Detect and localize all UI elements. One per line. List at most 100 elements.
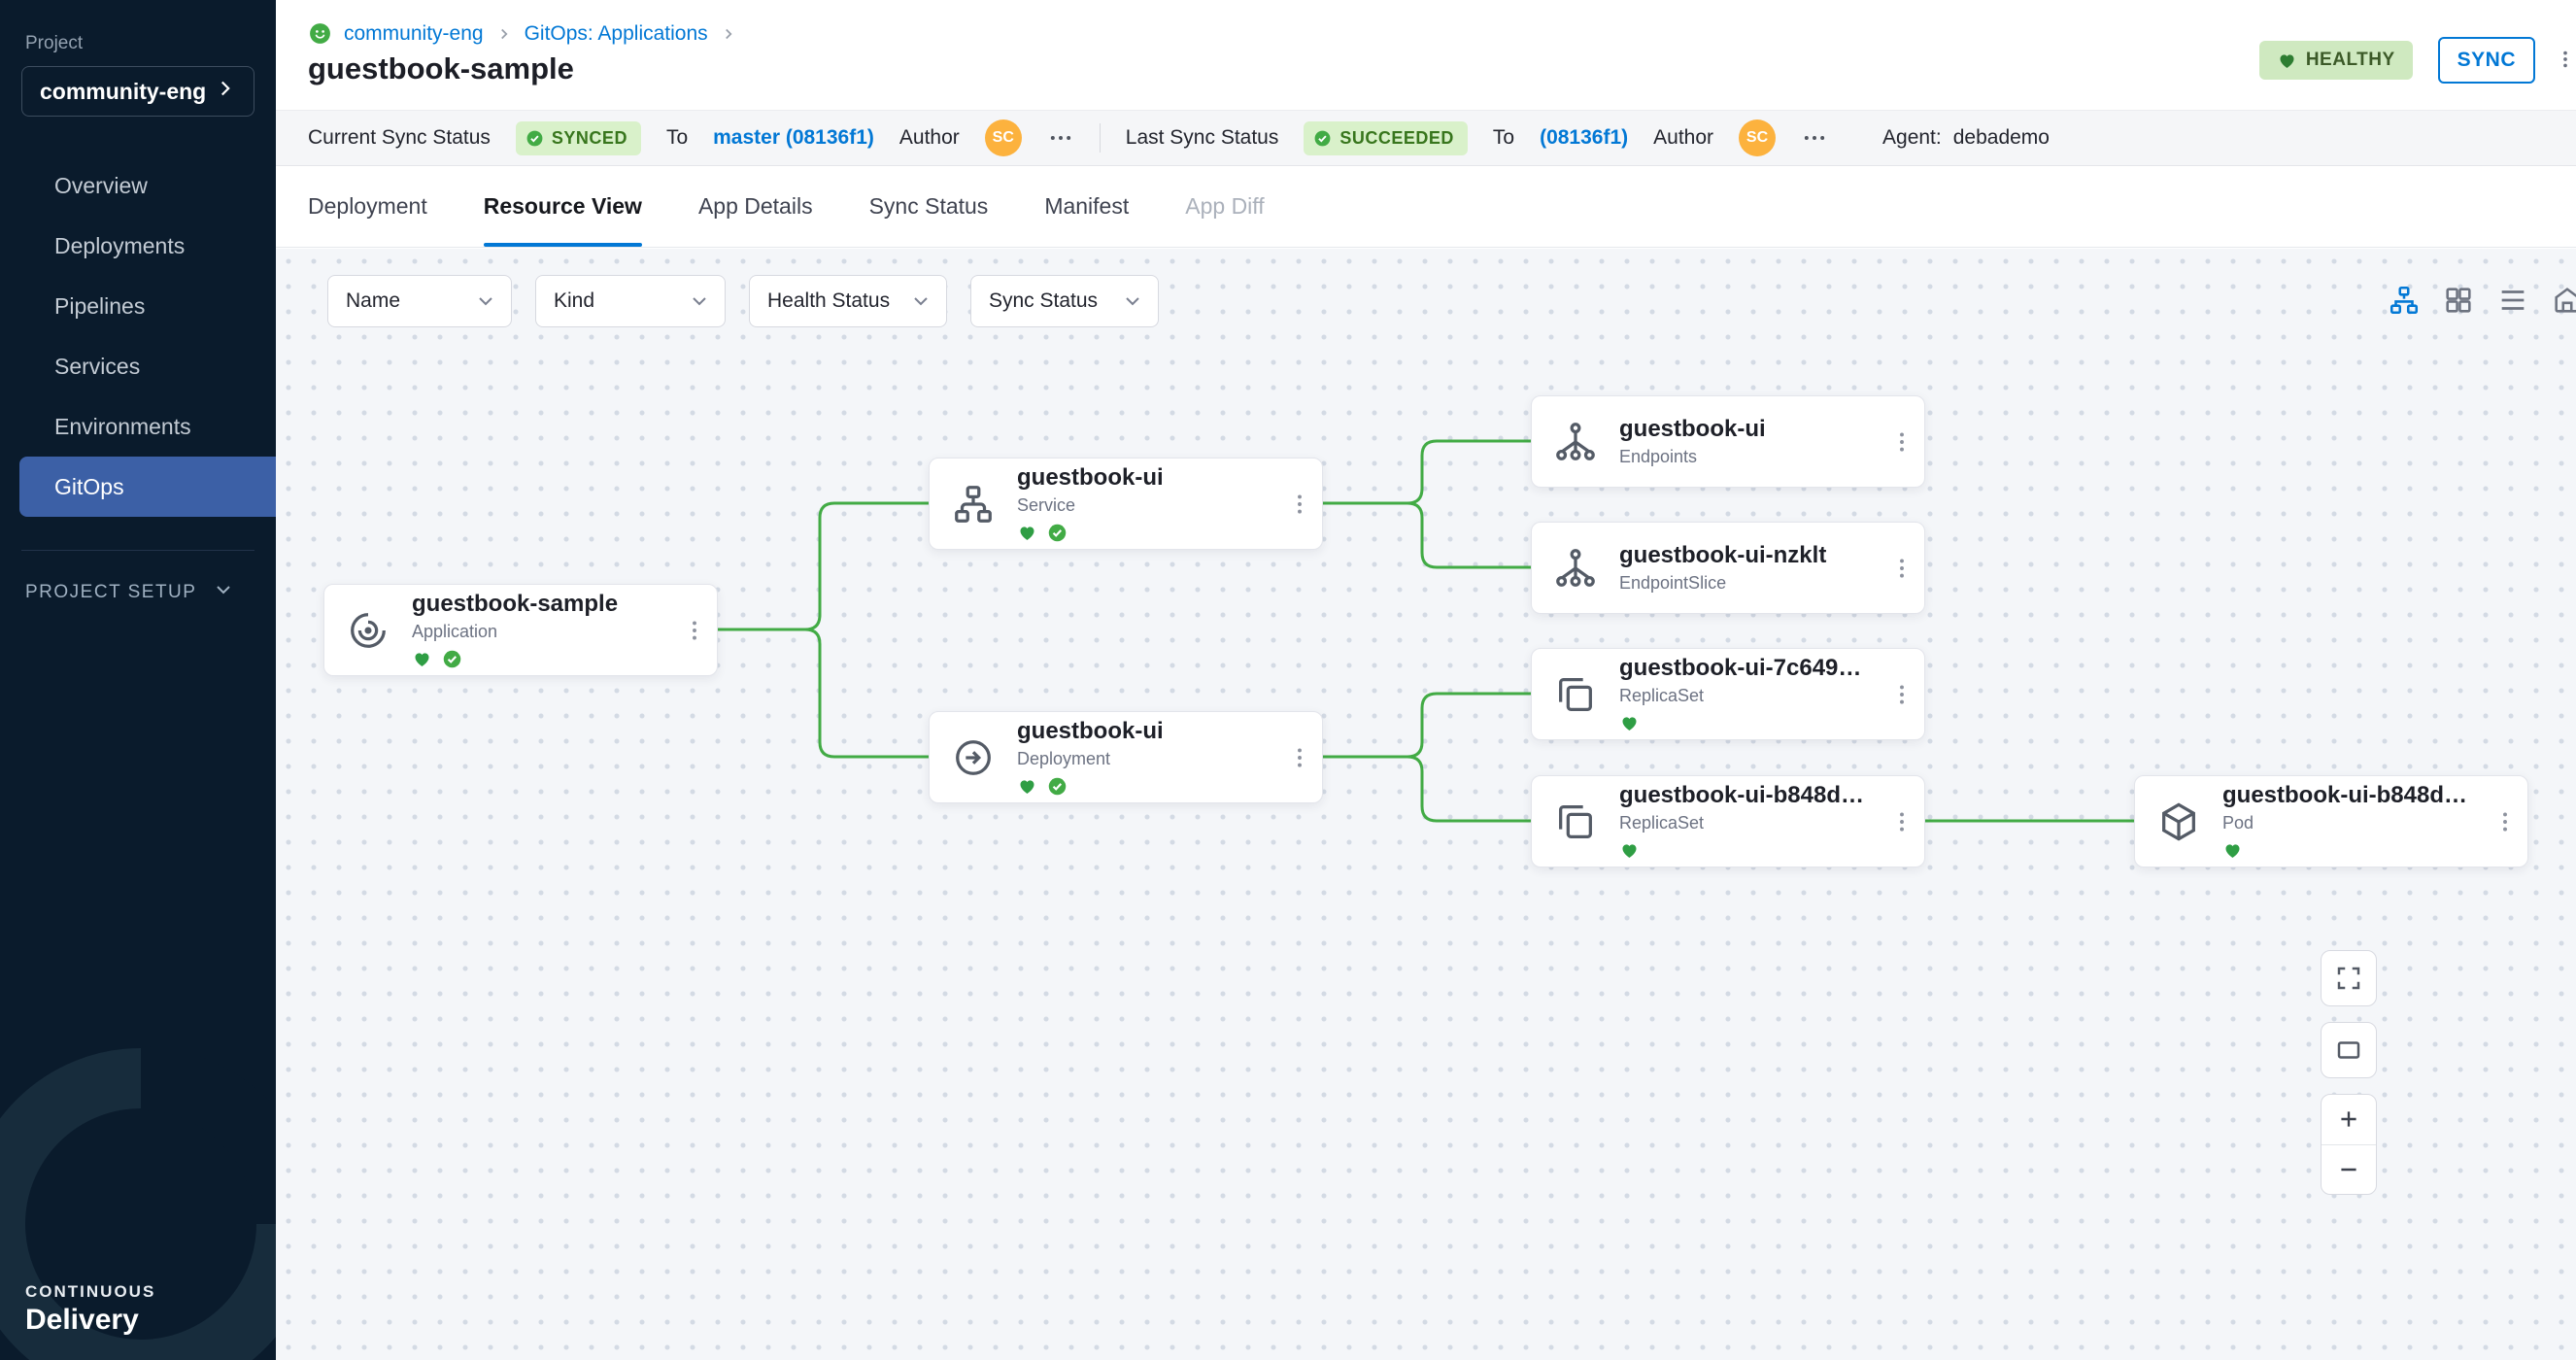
node-replicaset-1[interactable]: guestbook-ui-7c64987dc9 ReplicaSet <box>1531 648 1925 740</box>
breadcrumb: community-eng GitOps: Applications <box>308 21 737 46</box>
node-kebab-menu[interactable] <box>1287 743 1312 772</box>
last-author-label: Author <box>1653 126 1713 150</box>
project-setup-label: PROJECT SETUP <box>25 582 196 603</box>
current-sync-target-link[interactable]: master (08136f1) <box>713 126 874 150</box>
filter-bar: Name Kind Health Status Sync Status <box>327 275 1159 327</box>
node-title: guestbook-ui-b848d5d9d <box>1619 782 1868 809</box>
project-setup-toggle[interactable]: PROJECT SETUP <box>25 578 235 607</box>
last-sync-more-menu[interactable] <box>1801 124 1828 152</box>
node-deployment[interactable]: guestbook-ui Deployment <box>929 711 1323 803</box>
zoom-out-button[interactable] <box>2322 1145 2376 1195</box>
node-endpoints[interactable]: guestbook-ui Endpoints <box>1531 395 1925 488</box>
node-title: guestbook-ui-b848d5d9... <box>2222 782 2471 809</box>
healthy-heart-icon <box>1619 713 1640 733</box>
node-title: guestbook-sample <box>412 591 661 618</box>
sidebar-item-overview[interactable]: Overview <box>0 155 276 216</box>
content-area: community-eng GitOps: Applications guest… <box>276 0 2576 1360</box>
node-status-icons <box>1017 775 1266 797</box>
sidebar-nav: Overview Deployments Pipelines Services … <box>0 155 276 517</box>
health-badge-label: HEALTHY <box>2306 50 2395 71</box>
node-kind: Pod <box>2222 813 2471 833</box>
sync-button[interactable]: SYNC <box>2438 37 2535 84</box>
node-title: guestbook-ui-nzklt <box>1619 542 1868 569</box>
node-kind: Deployment <box>1017 749 1266 769</box>
kind-filter-dropdown[interactable]: Kind <box>535 275 726 327</box>
fit-view-icon <box>2334 1036 2363 1065</box>
tab-sync-status[interactable]: Sync Status <box>869 166 989 247</box>
current-to-label: To <box>666 126 688 150</box>
current-author-avatar[interactable]: SC <box>985 119 1022 156</box>
node-kebab-menu[interactable] <box>1889 680 1915 709</box>
chevron-right-icon <box>213 76 238 107</box>
last-author-avatar[interactable]: SC <box>1739 119 1776 156</box>
project-selector[interactable]: community-eng <box>21 66 254 117</box>
node-kind: ReplicaSet <box>1619 686 1868 706</box>
header-actions: HEALTHY SYNC <box>2259 37 2535 84</box>
fullscreen-button[interactable] <box>2321 950 2377 1006</box>
edge-deployment-replicaset-2 <box>1323 757 1531 821</box>
node-kebab-menu[interactable] <box>1889 554 1915 583</box>
tab-app-diff[interactable]: App Diff <box>1185 166 1264 247</box>
breadcrumb-section-link[interactable]: GitOps: Applications <box>525 22 708 46</box>
deployment-icon <box>951 735 996 780</box>
header-kebab-menu[interactable] <box>2555 45 2576 79</box>
synced-check-icon <box>1047 523 1068 543</box>
node-application[interactable]: guestbook-sample Application <box>323 584 718 676</box>
healthy-heart-icon <box>2222 840 2243 861</box>
tab-app-details[interactable]: App Details <box>698 166 813 247</box>
sidebar: Project community-eng Overview Deploymen… <box>0 0 276 1360</box>
tab-resource-view[interactable]: Resource View <box>484 166 642 247</box>
healthy-heart-icon <box>1017 776 1037 797</box>
zoom-in-button[interactable] <box>2322 1095 2376 1144</box>
pod-icon <box>2156 799 2201 844</box>
tab-deployment[interactable]: Deployment <box>308 166 427 247</box>
edge-service-endpoints <box>1323 441 1531 503</box>
group-view-icon[interactable] <box>2551 284 2576 317</box>
sidebar-item-gitops[interactable]: GitOps <box>19 457 276 517</box>
sidebar-item-environments[interactable]: Environments <box>0 396 276 457</box>
sidebar-item-services[interactable]: Services <box>0 336 276 396</box>
node-pod[interactable]: guestbook-ui-b848d5d9... Pod <box>2134 775 2528 867</box>
resource-graph-canvas[interactable]: Name Kind Health Status Sync Status <box>276 249 2576 1360</box>
node-service[interactable]: guestbook-ui Service <box>929 458 1323 550</box>
current-sync-more-menu[interactable] <box>1047 124 1074 152</box>
node-title: guestbook-ui <box>1017 718 1266 745</box>
fit-view-button[interactable] <box>2321 1022 2377 1078</box>
replicaset-icon <box>1553 799 1598 844</box>
page-title: guestbook-sample <box>308 51 574 86</box>
node-kind: Service <box>1017 495 1266 516</box>
agent-label: Agent: <box>1882 126 1942 150</box>
sync-status-filter-dropdown[interactable]: Sync Status <box>970 275 1159 327</box>
heart-icon <box>2277 51 2297 71</box>
health-status-filter-dropdown[interactable]: Health Status <box>749 275 947 327</box>
node-kebab-menu[interactable] <box>1287 490 1312 519</box>
list-view-icon[interactable] <box>2496 284 2529 317</box>
edge-app-deployment <box>718 629 929 757</box>
sidebar-divider <box>21 550 254 551</box>
edge-service-endpointslice <box>1323 503 1531 567</box>
node-replicaset-2[interactable]: guestbook-ui-b848d5d9d ReplicaSet <box>1531 775 1925 867</box>
synced-badge: SYNCED <box>516 121 641 155</box>
chevron-down-icon <box>909 289 932 313</box>
tab-manifest[interactable]: Manifest <box>1044 166 1129 247</box>
node-kebab-menu[interactable] <box>682 616 707 645</box>
node-title: guestbook-ui <box>1017 464 1266 492</box>
breadcrumb-project-link[interactable]: community-eng <box>344 22 484 46</box>
gitops-icon <box>308 21 332 46</box>
node-kebab-menu[interactable] <box>1889 807 1915 836</box>
minus-icon <box>2336 1157 2361 1182</box>
check-circle-icon <box>1313 129 1332 148</box>
node-kind: EndpointSlice <box>1619 573 1868 594</box>
sidebar-item-deployments[interactable]: Deployments <box>0 216 276 276</box>
last-sync-target-link[interactable]: (08136f1) <box>1540 126 1628 150</box>
node-kebab-menu[interactable] <box>1889 427 1915 457</box>
succeeded-badge: SUCCEEDED <box>1304 121 1468 155</box>
node-endpointslice[interactable]: guestbook-ui-nzklt EndpointSlice <box>1531 522 1925 614</box>
node-kebab-menu[interactable] <box>2492 807 2518 836</box>
brand-continuous: CONTINUOUS <box>25 1282 155 1302</box>
sidebar-item-pipelines[interactable]: Pipelines <box>0 276 276 336</box>
tree-view-icon[interactable] <box>2388 284 2421 317</box>
name-filter-dropdown[interactable]: Name <box>327 275 512 327</box>
agent-value: debademo <box>1953 126 2050 150</box>
grid-view-icon[interactable] <box>2442 284 2475 317</box>
